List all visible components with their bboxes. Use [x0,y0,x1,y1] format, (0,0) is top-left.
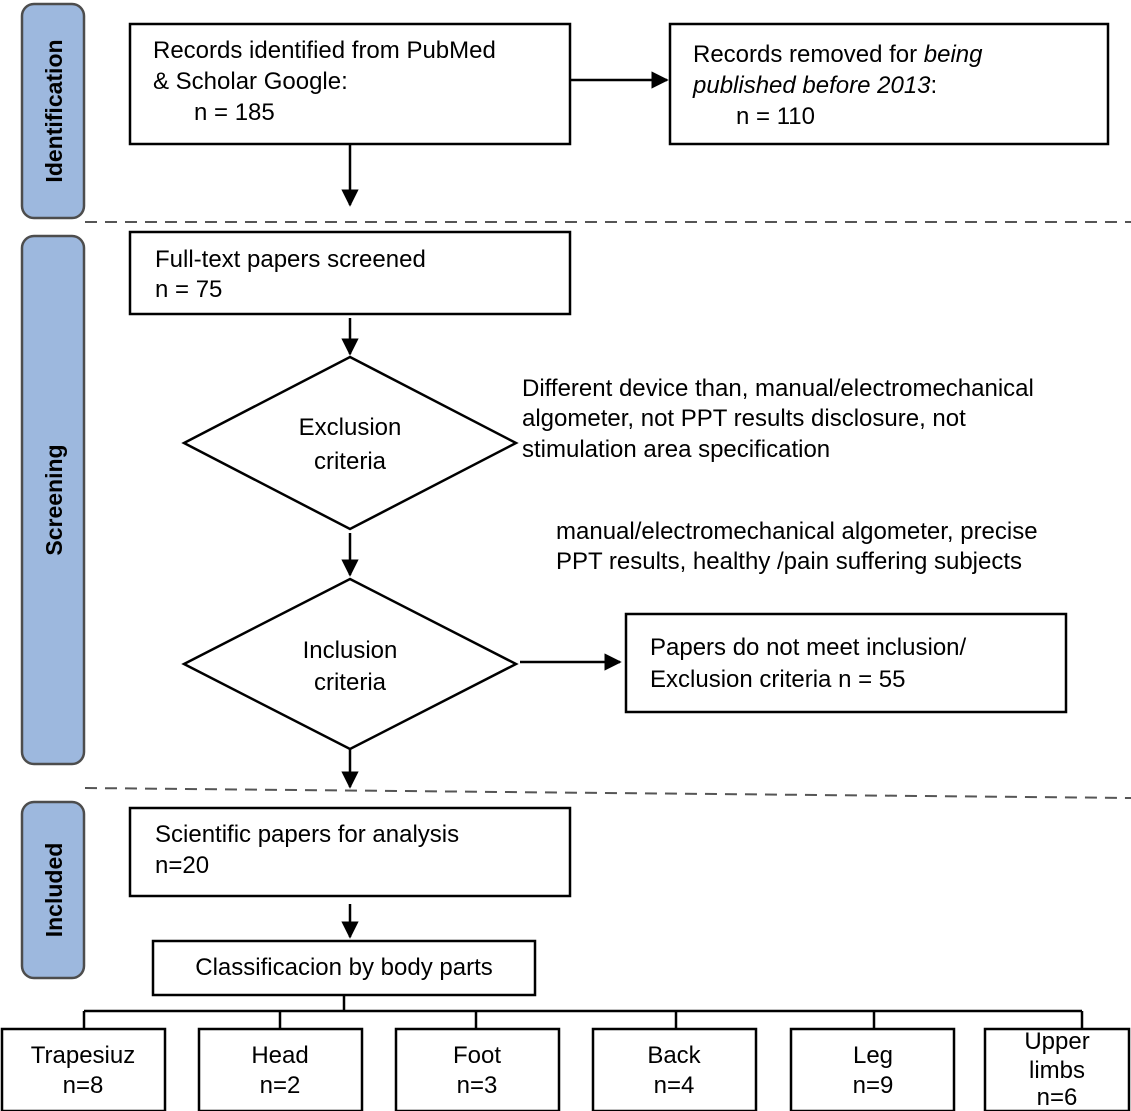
stage-identification-label: Identification [41,39,67,182]
body-part-name: Trapesiuz [31,1042,135,1069]
inclusion-line-2: criteria [314,669,387,696]
full-text-box: Full-text papers screened n = 75 [128,230,572,316]
records-identified-box: Records identified from PubMed & Scholar… [128,22,572,146]
body-part-trapesiuz: Trapesiuz n=8 [0,1027,167,1111]
body-part-count: n=8 [63,1072,104,1099]
not-meet-box: Papers do not meet inclusion/ Exclusion … [624,612,1068,714]
body-part-name: Head [251,1042,308,1069]
exclusion-note-line-3: stimulation area specification [522,436,830,463]
body-part-foot: Foot n=3 [394,1027,561,1111]
stage-identification: Identification [20,2,86,220]
body-part-upper-limbs: Upper limbs n=6 [983,1027,1131,1111]
inclusion-line-1: Inclusion [303,637,398,664]
exclusion-criteria-diamond: Exclusion criteria [181,355,519,531]
body-part-name: Leg [853,1042,893,1069]
records-identified-count: n = 185 [194,99,275,126]
body-part-back: Back n=4 [591,1027,758,1111]
body-part-count: n=3 [457,1072,498,1099]
body-part-leg: Leg n=9 [789,1027,956,1111]
inclusion-note-line-1: manual/electromechanical algometer, prec… [556,518,1038,545]
full-text-count: n = 75 [155,276,222,303]
exclusion-note-line-2: algometer, not PPT results disclosure, n… [522,405,966,432]
scientific-line-1: Scientific papers for analysis [155,821,459,848]
separator-screening-included [84,787,1131,799]
records-removed-line-2: published before 2013: [692,72,937,99]
scientific-count: n=20 [155,852,209,879]
body-part-count: n=9 [853,1072,894,1099]
records-removed-count: n = 110 [736,103,815,130]
body-part-name-line-1: Upper [1024,1028,1089,1055]
stage-included-label: Included [41,843,67,938]
body-part-count: n=2 [260,1072,301,1099]
body-part-count: n=6 [1037,1084,1078,1111]
not-meet-line-1: Papers do not meet inclusion/ [650,634,967,661]
full-text-line-1: Full-text papers screened [155,246,426,273]
body-part-count: n=4 [654,1072,695,1099]
body-part-name: Foot [453,1042,501,1069]
records-removed-box: Records removed for being published befo… [668,22,1110,146]
body-part-head: Head n=2 [197,1027,364,1111]
exclusion-line-1: Exclusion [299,414,402,441]
inclusion-criteria-diamond: Inclusion criteria [181,577,519,751]
exclusion-note-line-1: Different device than, manual/electromec… [522,375,1034,402]
records-removed-line-1: Records removed for being [693,41,983,68]
stage-screening: Screening [20,234,86,766]
classification-box: Classificacion by body parts [151,939,537,997]
scientific-papers-box: Scientific papers for analysis n=20 [128,806,572,898]
records-identified-line-1: Records identified from PubMed [153,37,496,64]
classification-label: Classificacion by body parts [195,954,492,981]
exclusion-line-2: criteria [314,448,387,475]
stage-included: Included [20,800,86,980]
stage-screening-label: Screening [41,444,67,555]
records-identified-line-2: & Scholar Google: [153,68,348,95]
inclusion-note-line-2: PPT results, healthy /pain suffering sub… [556,548,1022,575]
body-part-drops [82,1011,1084,1029]
body-part-name-line-2: limbs [1029,1057,1085,1084]
body-part-name: Back [647,1042,701,1069]
not-meet-line-2: Exclusion criteria n = 55 [650,666,905,693]
